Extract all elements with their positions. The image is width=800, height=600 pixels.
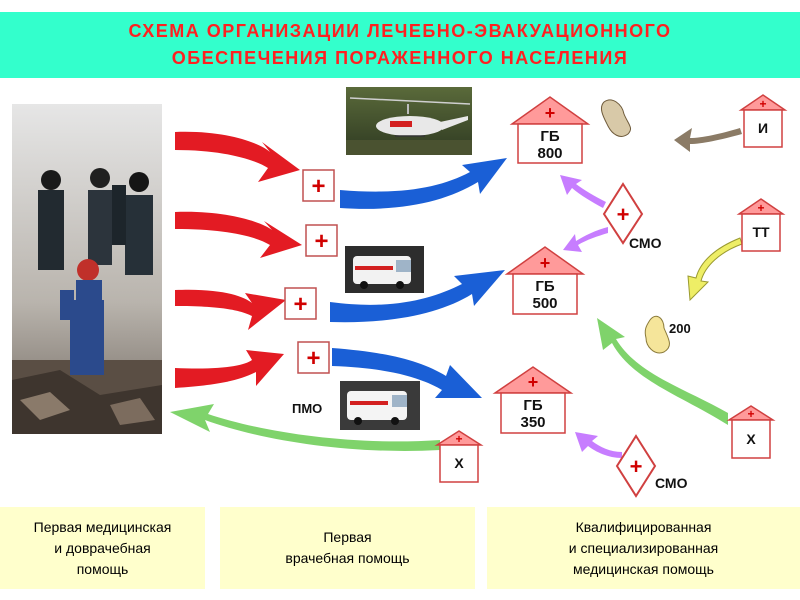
violet-arrow-top bbox=[560, 175, 606, 208]
red-arrow-4 bbox=[175, 350, 284, 388]
blue-arrow-1 bbox=[340, 158, 507, 209]
smo-diamond-top: + bbox=[602, 182, 644, 245]
brown-arrow bbox=[674, 128, 742, 152]
first-aid-post-2: + bbox=[305, 224, 338, 257]
ambulance-photo-lower bbox=[340, 381, 420, 430]
footer-first-medical-aid-line2: врачебная помощь bbox=[285, 550, 410, 566]
hospital-gb-350: + ГБ 350 bbox=[492, 366, 574, 434]
smo-label-top: СМО bbox=[629, 235, 662, 251]
violet-arrow-mid bbox=[563, 227, 608, 252]
svg-text:+: + bbox=[759, 97, 766, 111]
footer-qualified-aid-line3: медицинская помощь bbox=[573, 561, 714, 577]
ambulance-photo-upper bbox=[345, 246, 424, 293]
title-bar: СХЕМА ОРГАНИЗАЦИИ ЛЕЧЕБНО-ЭВАКУАЦИОННОГО… bbox=[0, 12, 800, 78]
footer-first-medical-aid-line1: Первая bbox=[323, 529, 372, 545]
red-arrow-1 bbox=[175, 131, 300, 182]
plus-sign: + bbox=[293, 291, 307, 318]
plus-sign: + bbox=[314, 228, 328, 255]
footer-first-medical-aid: Первая врачебная помощь bbox=[220, 507, 475, 589]
footer-first-aid: Первая медицинская и доврачебная помощь bbox=[0, 507, 205, 589]
count-200-label: 200 bbox=[669, 321, 691, 336]
blob-top bbox=[601, 99, 631, 137]
green-arrow-evac bbox=[170, 404, 440, 451]
footer-qualified-aid-line1: Квалифицированная bbox=[575, 519, 712, 535]
blue-arrows bbox=[330, 158, 507, 398]
spec-label: И bbox=[758, 120, 768, 136]
smo-label-bottom: СМО bbox=[655, 475, 688, 491]
violet-arrows bbox=[560, 175, 622, 458]
spec-label: ТТ bbox=[752, 224, 770, 240]
footer-first-aid-line1: Первая медицинская bbox=[33, 519, 172, 535]
red-arrows bbox=[175, 131, 302, 388]
footer-first-aid-line3: помощь bbox=[76, 561, 129, 577]
footer-first-aid-line2: и доврачебная bbox=[54, 540, 151, 556]
svg-text:+: + bbox=[545, 103, 556, 123]
violet-arrow-bottom bbox=[575, 432, 622, 458]
first-aid-post-3: + bbox=[284, 287, 317, 320]
green-arrows bbox=[170, 318, 728, 451]
svg-text:+: + bbox=[630, 454, 643, 479]
hospital-beds: 350 bbox=[520, 414, 545, 431]
svg-text:+: + bbox=[747, 407, 754, 421]
yellow-arrow bbox=[687, 237, 743, 302]
pmo-label: ПМО bbox=[292, 401, 322, 416]
svg-text:+: + bbox=[528, 372, 539, 392]
plus-sign: + bbox=[306, 345, 320, 372]
first-aid-post-1: + bbox=[302, 169, 335, 202]
svg-text:+: + bbox=[757, 201, 764, 215]
title-line-1: СХЕМА ОРГАНИЗАЦИИ ЛЕЧЕБНО-ЭВАКУАЦИОННОГО bbox=[128, 21, 672, 41]
spec-label: Х bbox=[746, 431, 756, 447]
blue-arrow-3 bbox=[332, 348, 482, 398]
blue-arrow-2 bbox=[330, 270, 505, 323]
spec-house-x-evac: + Х bbox=[434, 430, 484, 483]
first-aid-post-4: + bbox=[297, 341, 330, 374]
spec-house-i: + И bbox=[738, 94, 788, 148]
footer-qualified-aid: Квалифицированная и специализированная м… bbox=[487, 507, 800, 589]
spec-house-tt: + ТТ bbox=[736, 198, 786, 252]
helicopter-photo bbox=[346, 87, 472, 155]
svg-text:+: + bbox=[455, 432, 462, 446]
spec-house-x-right: + Х bbox=[726, 405, 776, 459]
smo-diamond-bottom: + bbox=[615, 434, 657, 498]
hospital-name: ГБ bbox=[535, 278, 555, 295]
red-arrow-2 bbox=[175, 211, 302, 258]
footer-qualified-aid-line2: и специализированная bbox=[568, 540, 719, 556]
hospital-name: ГБ bbox=[540, 128, 560, 145]
svg-text:+: + bbox=[540, 253, 551, 273]
spec-label: Х bbox=[454, 455, 464, 471]
title-line-2: ОБЕСПЕЧЕНИЯ ПОРАЖЕННОГО НАСЕЛЕНИЯ bbox=[171, 48, 629, 68]
hospital-beds: 500 bbox=[532, 295, 557, 312]
red-arrow-3 bbox=[175, 289, 286, 330]
blob-200 bbox=[644, 315, 670, 354]
svg-text:+: + bbox=[617, 202, 630, 227]
plus-sign: + bbox=[311, 173, 325, 200]
hospital-gb-800: + ГБ 800 bbox=[509, 96, 591, 164]
hospital-gb-500: + ГБ 500 bbox=[504, 246, 586, 315]
green-arrow-x-to-gb500 bbox=[597, 318, 728, 425]
hospital-name: ГБ bbox=[523, 397, 543, 414]
hospital-beds: 800 bbox=[537, 145, 562, 162]
rescue-workers-photo bbox=[12, 104, 162, 434]
